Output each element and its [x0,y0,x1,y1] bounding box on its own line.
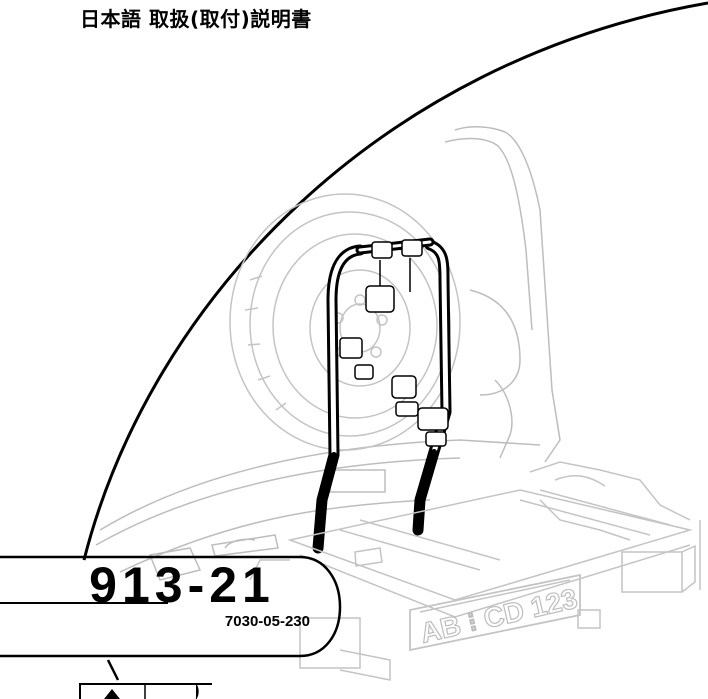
pointer-line [106,659,120,681]
carrier-platform [249,461,701,681]
bottom-icon-box [79,683,212,699]
model-number: 913-21 [89,557,275,613]
warning-triangle-icon [104,689,120,699]
spare-wheel [229,193,461,451]
carrier-clamps [339,239,449,447]
page-title: 日本語 取扱(取付)説明書 [80,7,312,31]
part-number: 7030-05-230 [224,613,310,630]
half-circle-icon [195,683,199,699]
cover-arc [82,1,708,561]
model-label-panel [0,555,342,658]
